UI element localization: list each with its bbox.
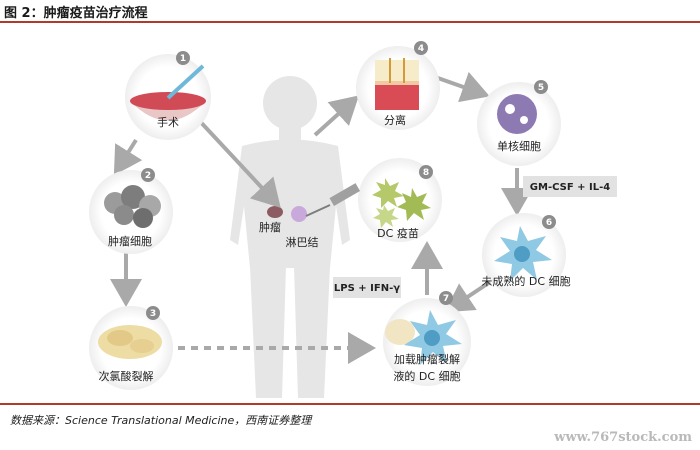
step-2-tumor-cells: 2 肿瘤细胞 bbox=[89, 168, 173, 254]
step-2-label: 肿瘤细胞 bbox=[108, 234, 152, 248]
step-1-label: 手术 bbox=[157, 115, 179, 129]
step-7-label-line2: 液的 DC 细胞 bbox=[393, 369, 460, 383]
syringe-icon bbox=[305, 183, 360, 217]
step-1-surgery: 1 手术 bbox=[125, 51, 211, 140]
step-2-badge bbox=[141, 168, 155, 182]
step-8-dc-vaccine: 8 DC 疫苗 bbox=[358, 158, 442, 242]
step-4-badge bbox=[414, 41, 428, 55]
step-5-badge bbox=[534, 80, 548, 94]
top-rule bbox=[0, 21, 700, 23]
connector-arrows bbox=[110, 71, 533, 364]
step-8-number: 8 bbox=[423, 168, 429, 178]
watermark: www.767stock.com bbox=[554, 430, 692, 445]
step-5-number: 5 bbox=[538, 83, 544, 93]
step-3-label: 次氯酸裂解 bbox=[99, 369, 154, 383]
step-6-immature-dc: 6 未成熟的 DC 细胞 bbox=[481, 213, 571, 297]
step-7-label-line1: 加载肿瘤裂解 bbox=[394, 352, 460, 366]
lymph-node-icon bbox=[291, 206, 307, 222]
step-4-separation: 4 分离 bbox=[356, 41, 440, 130]
step-4-number: 4 bbox=[418, 44, 424, 54]
step-8-label: DC 疫苗 bbox=[377, 226, 419, 240]
step-8-badge bbox=[419, 165, 433, 179]
step-3-badge bbox=[146, 306, 160, 320]
lymph-node-label: 淋巴结 bbox=[286, 236, 319, 249]
step-4-label: 分离 bbox=[384, 113, 406, 127]
source-note: 数据来源：Science Translational Medicine，西南证券… bbox=[10, 414, 312, 427]
tumor-label: 肿瘤 bbox=[259, 220, 281, 234]
tumor-icon bbox=[267, 206, 283, 218]
step-3-lysis: 3 次氯酸裂解 bbox=[89, 306, 173, 390]
step-1-number: 1 bbox=[180, 54, 186, 64]
bottom-rule bbox=[0, 403, 700, 405]
cytokine-box: GM-CSF + IL-4 bbox=[523, 176, 617, 197]
step-1-badge bbox=[176, 51, 190, 65]
step-5-monocytes: 5 单核细胞 bbox=[477, 80, 561, 166]
activation-box-label: LPS + IFN-γ bbox=[334, 283, 400, 294]
step-5-label: 单核细胞 bbox=[497, 139, 541, 153]
step-6-badge bbox=[542, 215, 556, 229]
figure-title: 图 2：肿瘤疫苗治疗流程 bbox=[4, 6, 148, 21]
activation-box: LPS + IFN-γ bbox=[333, 277, 401, 298]
step-7-loaded-dc: 7 加载肿瘤裂解 液的 DC 细胞 bbox=[383, 291, 471, 386]
step-7-badge bbox=[439, 291, 453, 305]
step-6-label: 未成熟的 DC 细胞 bbox=[481, 274, 570, 288]
workflow-diagram: 1 手术 2 肿瘤细胞 3 次氯酸裂解 4 分离 bbox=[89, 41, 617, 398]
cytokine-box-label: GM-CSF + IL-4 bbox=[530, 182, 610, 193]
step-3-number: 3 bbox=[150, 309, 156, 319]
step-2-number: 2 bbox=[145, 171, 151, 181]
step-7-number: 7 bbox=[443, 294, 449, 304]
human-silhouette bbox=[230, 76, 350, 398]
step-6-number: 6 bbox=[546, 218, 552, 228]
